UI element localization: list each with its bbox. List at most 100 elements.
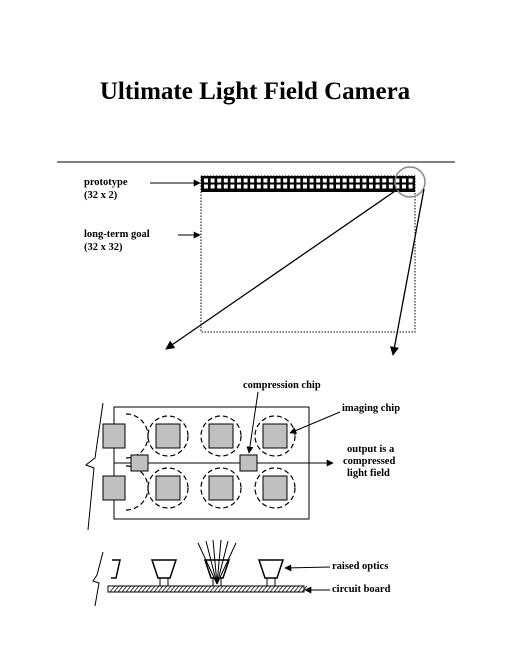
camera-cell: [388, 184, 393, 189]
long-term-goal-outline: [200, 175, 416, 333]
compression-chip-label: compression chip: [243, 380, 321, 391]
lens-circle: [200, 467, 242, 509]
camera-cell: [237, 184, 241, 189]
side-view: [92, 539, 331, 607]
output-label-3: light field: [347, 468, 390, 479]
imaging-chip: [262, 475, 288, 501]
imaging-chip: [155, 423, 181, 449]
camera-cell: [217, 184, 222, 189]
camera-cell: [250, 184, 255, 189]
circuit-board-label: circuit board: [332, 584, 391, 595]
camera-cell: [303, 178, 307, 183]
side-break-line: [92, 551, 104, 607]
imaging-arrow: [289, 411, 341, 434]
camera-cell: [210, 184, 215, 189]
camera-cell: [362, 184, 367, 189]
camera-cell: [362, 178, 367, 183]
camera-cell: [270, 178, 274, 183]
imaging-chip-partial: [102, 475, 126, 501]
camera-cell: [322, 178, 327, 183]
raised-optics-label: raised optics: [332, 561, 389, 572]
camera-cell: [342, 184, 347, 189]
camera-cell: [243, 178, 248, 183]
camera-cell: [243, 184, 248, 189]
prototype-array: [201, 176, 415, 192]
camera-cell: [289, 184, 294, 189]
camera-cell: [369, 178, 373, 183]
output-label-2: compressed: [343, 456, 396, 467]
camera-cell: [309, 178, 314, 183]
camera-cell: [355, 178, 360, 183]
camera-cell: [256, 184, 261, 189]
lens-circle: [147, 467, 189, 509]
goal-size-label: (32 x 32): [84, 242, 123, 253]
zoom-line-right: [390, 188, 425, 356]
lens-circle: [147, 415, 189, 457]
camera-cell: [408, 184, 413, 189]
camera-cell: [296, 184, 301, 189]
compression-chip-left: [130, 454, 149, 472]
lens-circle: [254, 467, 296, 509]
goal-label: long-term goal: [84, 229, 150, 240]
output-label-1: output is a: [347, 444, 395, 455]
board-detail: [84, 391, 341, 531]
camera-cell: [316, 178, 321, 183]
camera-cell: [223, 178, 228, 183]
camera-cell: [329, 178, 334, 183]
camera-cell: [369, 184, 373, 189]
camera-cell: [382, 184, 387, 189]
camera-cell: [316, 184, 321, 189]
camera-cell: [309, 184, 314, 189]
camera-cell: [283, 184, 288, 189]
page-title: Ultimate Light Field Camera: [99, 78, 411, 105]
camera-cell: [204, 184, 208, 189]
camera-cell: [395, 178, 400, 183]
camera-cell: [329, 184, 334, 189]
imaging-chip: [208, 475, 234, 501]
imaging-chip: [208, 423, 234, 449]
camera-cell: [322, 184, 327, 189]
camera-cell: [408, 178, 413, 183]
lens-circle: [200, 415, 242, 457]
camera-cell: [263, 178, 268, 183]
raised-optics-arrow: [284, 564, 331, 572]
camera-cell: [230, 184, 235, 189]
prototype-label: prototype: [84, 177, 128, 188]
camera-cell: [402, 178, 406, 183]
camera-cell: [388, 178, 393, 183]
camera-cell: [349, 184, 354, 189]
break-line: [84, 402, 104, 531]
zoom-line-left: [165, 188, 399, 350]
compression-chip-right: [239, 454, 258, 472]
camera-cell: [342, 178, 347, 183]
camera-cell: [336, 178, 340, 183]
camera-cell: [296, 178, 301, 183]
camera-cell: [223, 184, 228, 189]
camera-cell: [402, 184, 406, 189]
camera-cell: [256, 178, 261, 183]
camera-cell: [276, 184, 281, 189]
prototype-size-label: (32 x 2): [84, 190, 118, 201]
camera-cell: [263, 184, 268, 189]
raised-optic-3: [257, 559, 285, 579]
camera-cell: [210, 178, 215, 183]
camera-cell: [336, 184, 340, 189]
raised-optic-2: [203, 559, 231, 579]
camera-cell: [230, 178, 235, 183]
zoom-circle: [394, 166, 426, 198]
imaging-chip-label: imaging chip: [342, 403, 401, 414]
camera-cell: [217, 178, 222, 183]
camera-cell: [375, 184, 380, 189]
raised-optic-1: [150, 559, 178, 579]
light-rays: [197, 539, 237, 585]
camera-cell: [204, 178, 208, 183]
camera-cell: [349, 178, 354, 183]
camera-cell: [355, 184, 360, 189]
camera-cell: [375, 178, 380, 183]
camera-cell: [395, 184, 400, 189]
camera-cell: [270, 184, 274, 189]
camera-cell: [237, 178, 241, 183]
imaging-chip: [262, 423, 288, 449]
imaging-chip: [155, 475, 181, 501]
